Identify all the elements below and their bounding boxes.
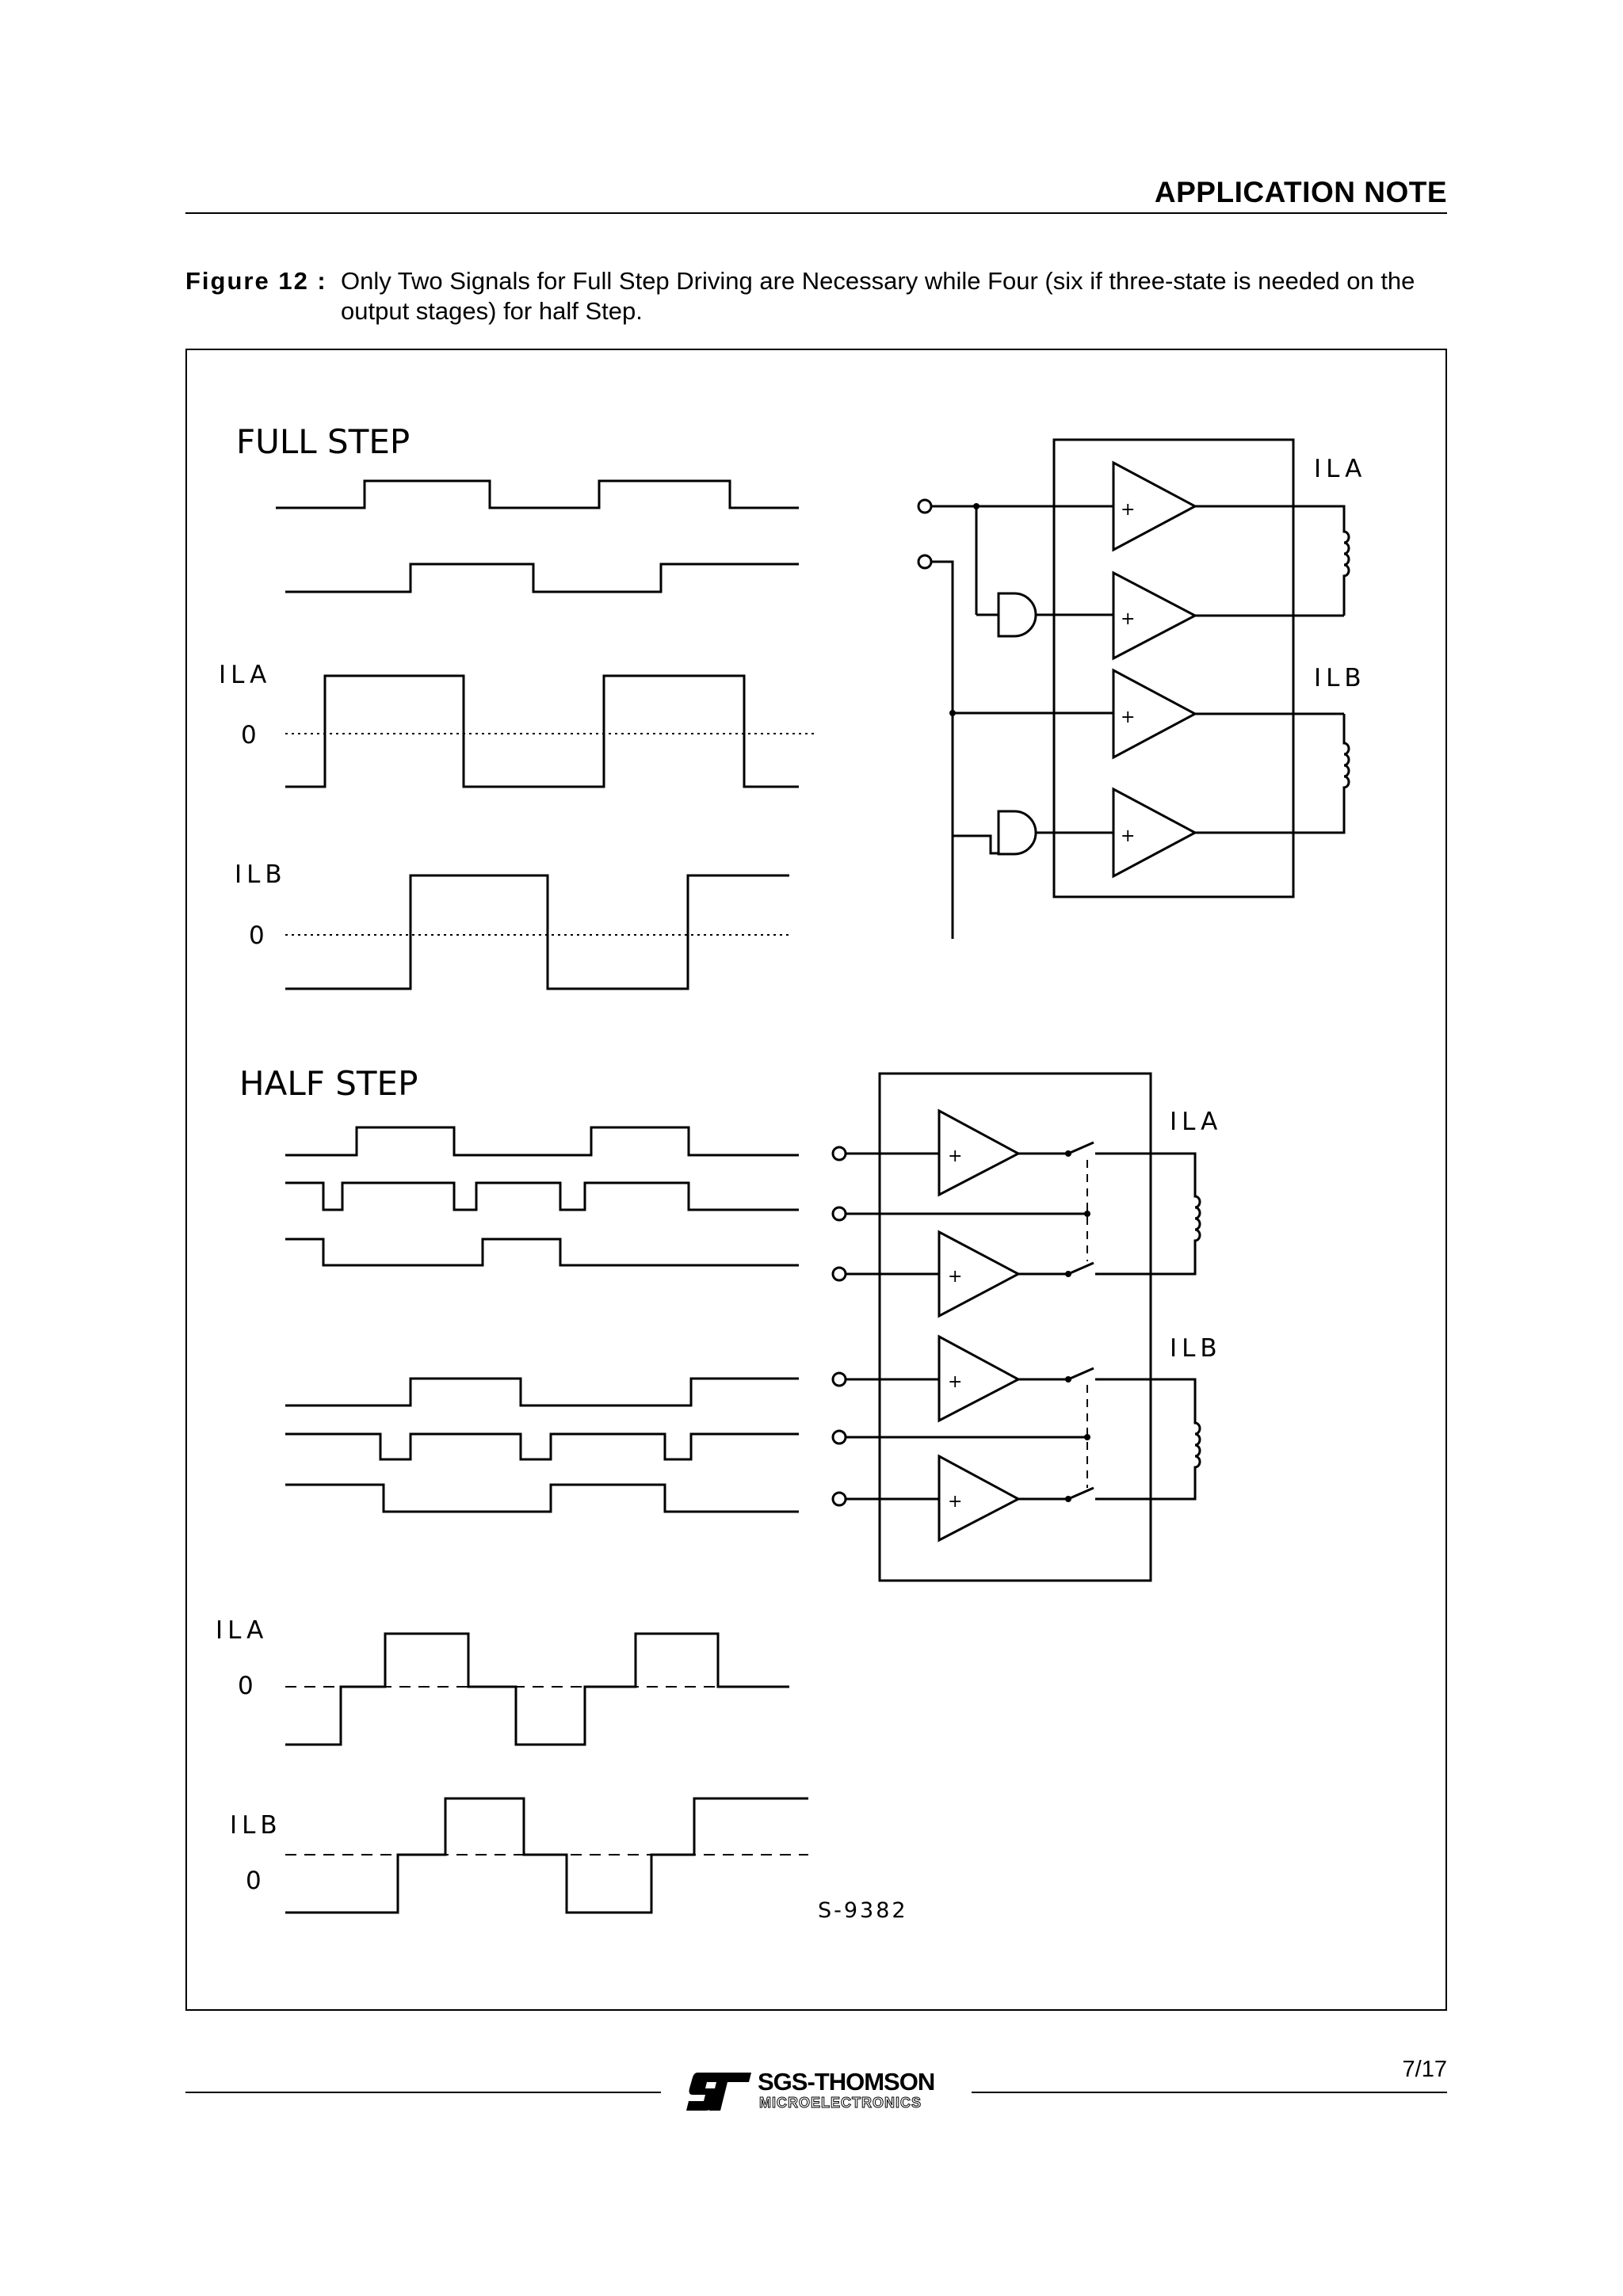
half-amp-plus-3: +: [948, 1372, 962, 1392]
switch-3: [1067, 1367, 1094, 1381]
coil-ila: [1335, 505, 1350, 616]
half-step-title: HALF STEP: [239, 1064, 418, 1103]
amp-plus-1: +: [1121, 500, 1135, 520]
half-amp-plus-4: +: [948, 1492, 962, 1512]
logo-name: SGS-THOMSON: [758, 2068, 935, 2096]
half-step-ila-waveform: [285, 1632, 789, 1746]
half-step-signal-3: [285, 1238, 799, 1267]
switch-2: [1067, 1261, 1094, 1276]
figure-reference-code: S-9382: [818, 1898, 908, 1923]
half-step-signal-5: [285, 1432, 799, 1461]
amp-plus-4: +: [1121, 826, 1135, 846]
page-number: 7/17: [1402, 2057, 1447, 2082]
switch-4: [1067, 1486, 1094, 1501]
half-step-ila-label: ILA: [216, 1616, 268, 1645]
half-step-input-1: [831, 1146, 847, 1161]
half-amp-plus-1: +: [948, 1146, 962, 1166]
half-step-amplifier-4: [938, 1454, 1022, 1543]
full-step-ilb-zero-label: 0: [249, 921, 265, 950]
half-step-circuit-ila-label: ILA: [1170, 1108, 1222, 1136]
amplifier-3: [1112, 668, 1198, 760]
full-step-ilb-waveform: [285, 874, 789, 990]
half-step-input-3: [831, 1266, 847, 1282]
half-step-amplifier-3: [938, 1334, 1022, 1423]
half-amp-plus-2: +: [948, 1267, 962, 1287]
figure-frame: FULL STEP ILA 0 ILB 0 ILA ILB + + + + HA…: [185, 349, 1447, 2011]
and-gate-2: [997, 810, 1037, 856]
half-step-amplifier-1: [938, 1108, 1022, 1197]
header-rule: [185, 212, 1447, 214]
half-step-circuit-ilb-label: ILB: [1170, 1334, 1222, 1363]
footer-rule-right: [972, 2092, 1447, 2093]
half-step-ilb-zero-label: 0: [246, 1867, 262, 1895]
half-step-ila-zero-label: 0: [238, 1672, 254, 1700]
full-step-input-a: [917, 498, 933, 514]
circuit-ilb-label: ILB: [1314, 664, 1366, 692]
half-step-signal-4: [285, 1377, 799, 1407]
full-step-ila-zero-label: 0: [241, 721, 257, 749]
coil-ilb: [1335, 714, 1350, 834]
half-step-coil-ila: [1192, 1152, 1201, 1276]
logo-subtitle: MICROELECTRONICS: [759, 2095, 922, 2111]
half-step-ilb-label: ILB: [230, 1811, 282, 1840]
footer-logo: SGS-THOMSON MICROELECTRONICS: [683, 2066, 953, 2114]
full-step-input-b: [917, 554, 933, 570]
half-step-input-2: [831, 1206, 847, 1222]
half-step-signal-6: [285, 1483, 799, 1513]
half-step-signal-2: [285, 1181, 799, 1211]
half-step-coil-ilb: [1192, 1378, 1201, 1501]
amplifier-2: [1112, 570, 1198, 661]
footer-rule-left: [185, 2092, 661, 2093]
amp-plus-2: +: [1121, 609, 1135, 629]
circuit-ila-label: ILA: [1314, 455, 1366, 483]
half-step-input-5: [831, 1429, 847, 1445]
waveform-diagram: FULL STEP ILA 0 ILB 0 ILA ILB + + + + HA…: [216, 422, 1366, 1923]
caption-label: Figure 12 :: [185, 267, 327, 295]
full-step-ilb-label: ILB: [235, 860, 287, 889]
full-step-ila-waveform: [285, 674, 799, 788]
amplifier-1: [1112, 460, 1198, 552]
half-step-driver-box: [878, 1072, 1152, 1582]
switch-1: [1067, 1141, 1094, 1155]
amp-plus-3: +: [1121, 707, 1135, 727]
full-step-signal-1: [276, 479, 799, 509]
caption-text: Only Two Signals for Full Step Driving a…: [341, 267, 1415, 325]
half-step-amplifier-2: [938, 1230, 1022, 1318]
and-gate-1: [997, 592, 1037, 638]
full-step-title: FULL STEP: [236, 422, 410, 461]
half-step-input-6: [831, 1491, 847, 1507]
st-logo-icon: [686, 2073, 751, 2111]
full-step-driver-box: [1052, 438, 1295, 898]
full-step-signal-2: [285, 563, 799, 593]
full-step-ila-label: ILA: [219, 661, 271, 689]
amplifier-4: [1112, 787, 1198, 879]
page-header-title: APPLICATION NOTE: [1154, 176, 1447, 208]
half-step-input-4: [831, 1371, 847, 1387]
half-step-signal-1: [285, 1126, 799, 1157]
